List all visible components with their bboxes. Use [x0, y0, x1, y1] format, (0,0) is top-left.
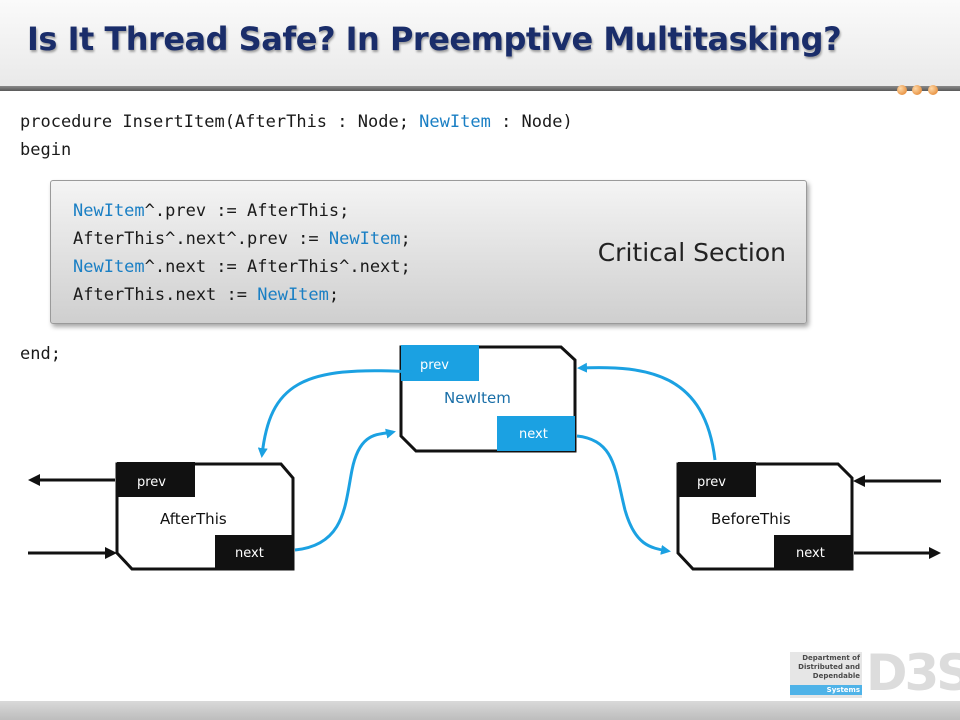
arrow-newitem-prev [257, 369, 413, 458]
critical-section-label: Critical Section [597, 238, 786, 267]
node-afterthis: prev next AfterThis [115, 462, 295, 571]
next-label: next [519, 427, 548, 442]
header-bar [0, 0, 960, 88]
code-text: ^.next := AfterThis^.next; [144, 257, 411, 277]
code-text: procedure InsertItem(AfterThis : Node; [20, 112, 420, 132]
code-param-newitem: NewItem [419, 112, 491, 132]
arrow-afterthis-next [294, 428, 396, 552]
slide-title: Is It Thread Safe? In Preemptive Multita… [27, 20, 842, 58]
code-identifier: NewItem [328, 229, 401, 249]
code-text: AfterThis^.next^.prev := [73, 229, 329, 249]
decor-dot [928, 85, 938, 95]
prev-field [401, 345, 479, 381]
arrow-beforethis-prev [577, 362, 717, 461]
logo-line: Dependable [812, 672, 860, 680]
code-text: AfterThis.next := [73, 285, 258, 305]
arrow-newitem-next [576, 434, 671, 555]
critical-section-box: NewItem^.prev := AfterThis;AfterThis^.ne… [50, 180, 807, 324]
prev-field [117, 462, 195, 497]
code-identifier: NewItem [73, 201, 145, 221]
code-text: : Node) [490, 112, 573, 132]
node-beforethis: prev next BeforeThis [676, 462, 854, 571]
code-text: ^.prev := AfterThis; [144, 201, 350, 221]
code-text: ; [400, 229, 411, 249]
next-label: next [235, 546, 264, 561]
prev-label: prev [137, 475, 166, 490]
code-begin: begin [20, 140, 72, 160]
decor-dot [897, 85, 907, 95]
footer-bar [0, 701, 960, 720]
prev-field [678, 462, 756, 497]
logo-line: Department of [802, 654, 860, 662]
node-name: NewItem [444, 389, 511, 407]
code-text: ; [328, 285, 340, 305]
node-newitem: prev next NewItem [399, 345, 577, 453]
logo-mark: D3S [866, 644, 960, 702]
code-identifier: NewItem [73, 257, 145, 277]
prev-label: prev [420, 358, 449, 373]
next-field [497, 416, 575, 451]
code-end: end; [20, 344, 61, 364]
next-field [774, 535, 852, 569]
next-field [215, 535, 293, 569]
logo-line: Distributed and [798, 663, 860, 671]
critical-section-line: NewItem^.next := AfterThis^.next; [73, 253, 411, 281]
header-divider [0, 86, 960, 91]
critical-section-line: AfterThis^.next^.prev := NewItem; [73, 225, 411, 253]
critical-section-line: AfterThis.next := NewItem; [73, 281, 411, 309]
node-name: AfterThis [160, 510, 227, 528]
node-name: BeforeThis [711, 510, 791, 528]
critical-section-line: NewItem^.prev := AfterThis; [73, 197, 411, 225]
code-procedure-line: procedure InsertItem(AfterThis : Node; N… [20, 112, 573, 132]
code-identifier: NewItem [257, 285, 329, 305]
decor-dot [912, 85, 922, 95]
logo-accent-bar [790, 685, 862, 695]
prev-label: prev [697, 475, 726, 490]
next-label: next [796, 546, 825, 561]
critical-section-code: NewItem^.prev := AfterThis;AfterThis^.ne… [73, 197, 411, 309]
logo-line: Systems [826, 686, 860, 694]
